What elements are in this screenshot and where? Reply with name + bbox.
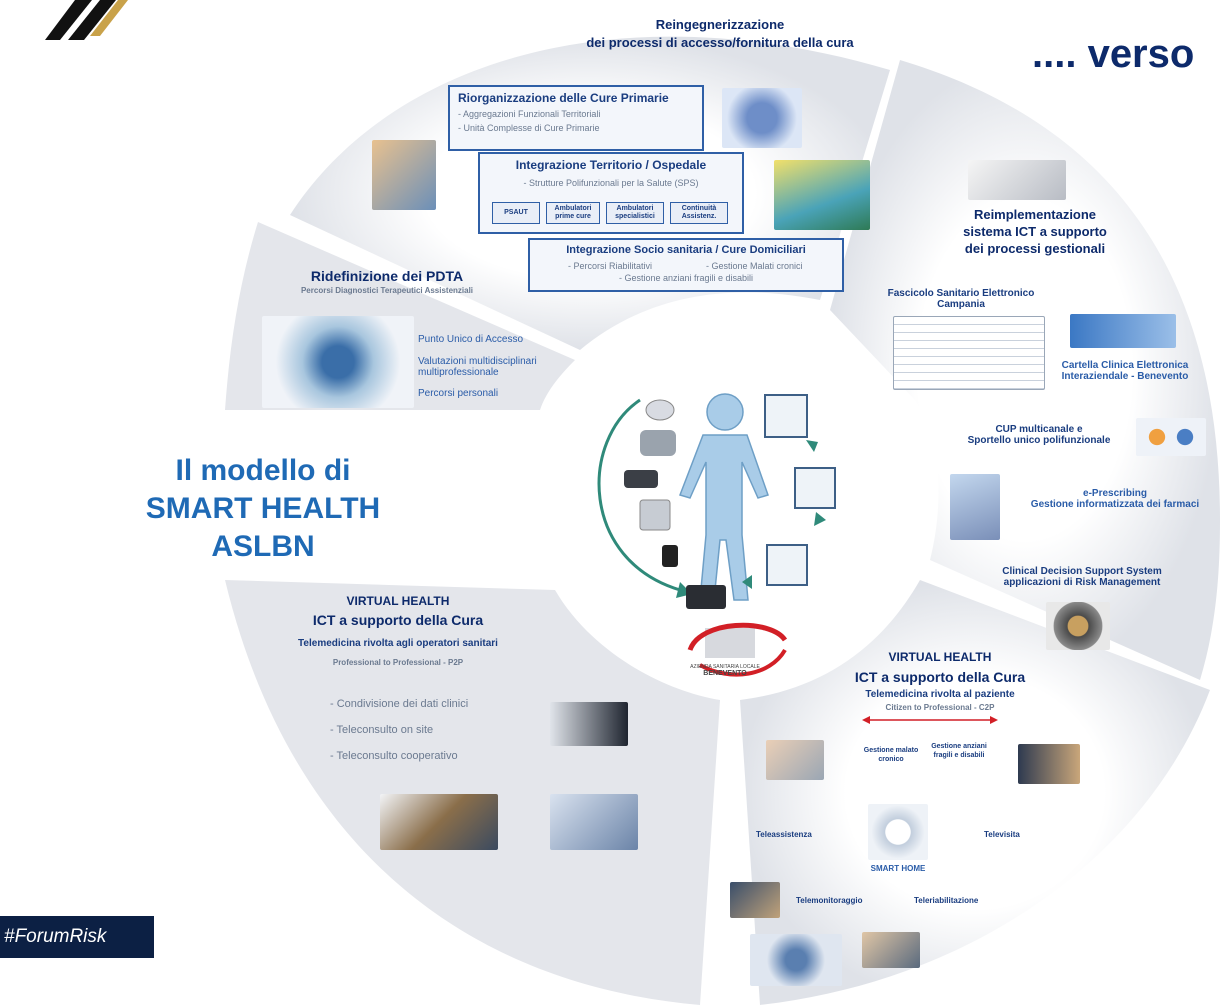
top-sector-title: Reingegnerizzazione dei processi di acce… [540,16,900,52]
bidirectional-arrow-icon [862,716,998,724]
epres-line2: Gestione informatizzata dei farmaci [1030,499,1200,510]
box-cure-primarie: Riorganizzazione delle Cure Primarie - A… [448,85,704,151]
bottom-left-sector-shape [225,580,720,1005]
telemedicine-screens-icon [550,794,638,850]
cdss-line2: applicazioni di Risk Management [1003,577,1161,588]
pdta-wheel-icon [262,316,414,408]
logo-stripes-icon [45,0,128,40]
top-title-line2: dei processi di accesso/fornitura della … [586,35,854,50]
medical-devices-icon [624,399,726,609]
pdta-item-1: Punto Unico di Accesso [418,334,524,345]
fse-diagram-icon [893,316,1045,390]
smart-home-icon [868,804,928,860]
asl-logo-icon [687,622,788,677]
box3-line1b: - Gestione Malati cronici [706,261,803,271]
fse-line1: Fascicolo Sanitario Elettronico [887,288,1035,299]
label-televisita: Televisita [984,830,1020,839]
forum-hashtag: #ForumRisk [0,916,154,958]
fse-label: Fascicolo Sanitario Elettronico Campania [868,288,1054,310]
p2p-title: VIRTUAL HEALTH [346,594,450,608]
headline-verso: .... verso [1032,32,1195,76]
cup-line2: Sportello unico polifunzionale [967,435,1111,446]
box1-title: Riorganizzazione delle Cure Primarie [458,91,669,105]
model-title: Il modello di SMART HEALTH ASLBN [108,452,418,566]
chip-continuita: Continuità Assistenz. [670,202,728,224]
cartella-clinica-icon [1070,314,1176,348]
bottom-right-sector-shape [740,580,1210,1005]
elderly-patient-photo [766,740,824,780]
box-territorio-ospedale: Integrazione Territorio / Ospedale - Str… [478,152,744,234]
cartella-line1: Cartella Clinica Elettronica [1061,360,1189,371]
cup-counter-icon [1136,418,1206,456]
label-anziani-fragili: Gestione anziani fragili e disabili [931,743,987,759]
c2p-mode: Citizen to Professional - C2P [885,703,995,712]
compass-icon [1046,602,1110,650]
e-prescribing-icon [950,474,1000,540]
label-smart-home: SMART HOME [870,864,926,873]
televisita-photo [1018,744,1080,784]
c2p-subtitle: ICT a supporto della Cura [854,669,1026,685]
ict-title-line3: dei processi gestionali [964,241,1106,256]
box2-title: Integrazione Territorio / Ospedale [515,158,707,172]
teleconsulto-workstation-icon [550,702,628,746]
p2p-subtitle: ICT a supporto della Cura [312,612,484,628]
cartella-line2: Interaziendale - Benevento [1061,371,1189,382]
box-socio-sanitaria: Integrazione Socio sanitaria / Cure Domi… [528,238,844,292]
pdta-item-3: Percorsi personali [418,388,499,399]
p2p-item-1: - Condivisione dei dati clinici [330,698,469,710]
label-telemonitoraggio: Telemonitoraggio [796,896,863,905]
cup-label: CUP multicanale e Sportello unico polifu… [946,424,1132,446]
epres-line1: e-Prescribing [1083,488,1147,499]
videoconference-room-icon [380,794,498,850]
ict-title-line1: Reimplementazione [973,207,1097,222]
p2p-desc: Telemedicina rivolta agli operatori sani… [298,638,498,649]
elderly-couple-icon [372,140,436,210]
network-computers-icon [968,160,1066,200]
asl-logo-line2: BENEVENTO [703,670,747,677]
pdta-subtitle: Percorsi Diagnostici Terapeutici Assiste… [300,286,474,295]
human-body-icon [679,393,769,601]
asl-logo-caption: AZIENDA SANITARIA LOCALE BENEVENTO [690,664,760,677]
fse-line2: Campania [937,299,985,310]
chip-psaut: PSAUT [492,202,540,224]
chip-specialistici: Ambulatori specialistici [606,202,664,224]
team-network-icon [722,88,802,148]
label-malato-cronico: Gestione malato cronico [863,747,919,763]
cdss-line1: Clinical Decision Support System [1002,566,1162,577]
ict-title: Reimplementazione sistema ICT a supporto… [930,206,1140,257]
chip-prime-cure: Ambulatori prime cure [546,202,600,224]
box2-line1: - Strutture Polifunzionali per la Salute… [523,178,699,188]
box1-line1: - Aggregazioni Funzionali Territoriali [458,109,601,119]
cartella-label: Cartella Clinica Elettronica Interaziend… [1040,360,1210,382]
label-teleassistenza: Teleassistenza [756,830,812,839]
c2p-title: VIRTUAL HEALTH [888,650,992,664]
c2p-desc: Telemedicina rivolta al paziente [865,689,1015,700]
pdta-item-2: Valutazioni multidisciplinari multiprofe… [418,356,537,378]
model-title-line2: SMART HEALTH ASLBN [145,492,381,563]
box3-title: Integrazione Socio sanitaria / Cure Domi… [566,244,806,256]
telemonitoring-devices-icon [750,934,842,986]
cup-line1: CUP multicanale e [995,424,1083,435]
cdss-label: Clinical Decision Support System applica… [970,566,1194,588]
top-title-line1: Reingegnerizzazione [655,17,785,32]
hospital-building-icon [774,160,870,230]
p2p-item-2: - Teleconsulto on site [330,724,434,736]
monitoring-screens-icon [764,394,836,586]
p2p-mode: Professional to Professional - P2P [332,658,464,667]
teleriabilitazione-photo [862,932,920,968]
label-teleriabilitazione: Teleriabilitazione [914,896,979,905]
telemonitoraggio-photo [730,882,780,918]
ict-title-line2: sistema ICT a supporto [963,224,1107,239]
box1-line2: - Unità Complesse di Cure Primarie [458,123,600,133]
box3-line1a: - Percorsi Riabilitativi [568,261,653,271]
model-title-line1: Il modello di [175,454,351,487]
p2p-item-3: - Teleconsulto cooperativo [330,750,458,762]
asl-logo-line1: AZIENDA SANITARIA LOCALE [690,664,760,670]
e-prescribing-label: e-Prescribing Gestione informatizzata de… [1010,488,1220,510]
pdta-title: Ridefinizione dei PDTA [310,268,464,284]
box3-line2: - Gestione anziani fragili e disabili [618,273,754,283]
